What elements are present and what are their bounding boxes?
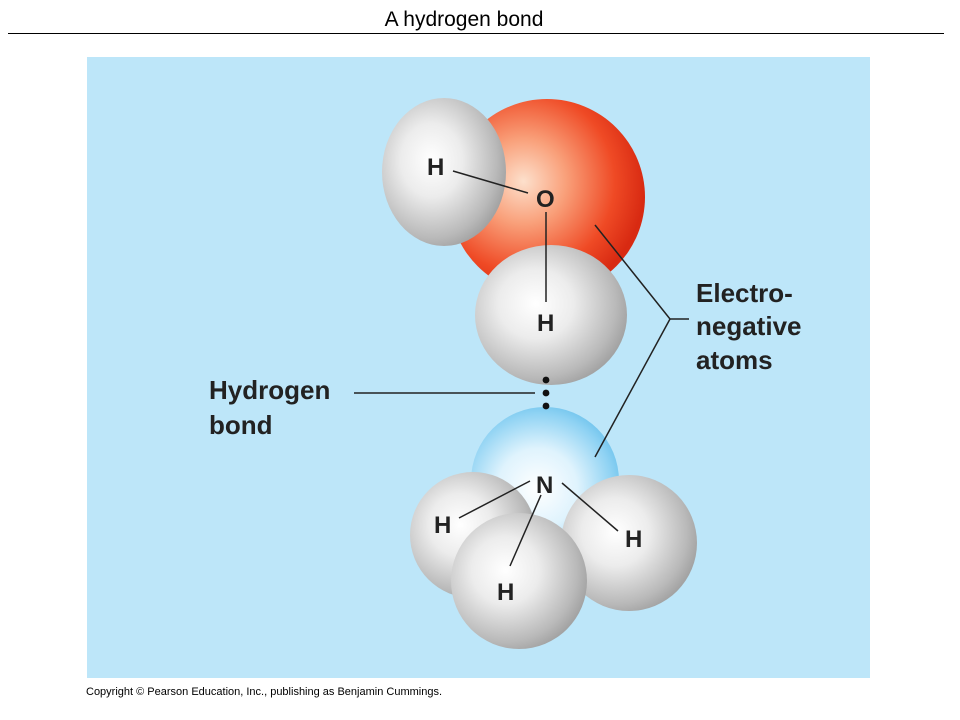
label-water-h-bottom: H [537,310,554,337]
callout-hydrogen-bond-line1: Hydrogen [209,375,330,405]
water-hydrogen-top-atom [382,98,506,246]
hydrogen-bond-dot [542,389,550,397]
hydrogen-bond-figure: H O H N H H H Hydrogen bond Electro- neg… [87,57,870,678]
title-divider [8,33,944,34]
callout-electronegative-line3: atoms [696,345,773,375]
slide-title: A hydrogen bond [384,8,544,31]
bond-line-nh-bottom [509,494,542,567]
electronegative-leader-lower [594,318,671,458]
label-ammonia-h-bottom: H [497,579,514,606]
copyright-notice: Copyright © Pearson Education, Inc., pub… [86,686,443,698]
label-ammonia-h-left: H [434,512,451,539]
bond-line-nh-right [561,482,619,532]
callout-electronegative-line1: Electro- [696,278,793,308]
label-ammonia-h-right: H [625,526,642,553]
bond-line-nh-left [458,480,531,519]
hydrogen-bond-dot [542,402,550,410]
ammonia-hydrogen-right-atom [561,475,697,611]
label-nitrogen: N [536,472,553,499]
callout-leaders [354,224,689,458]
hydrogen-bond-dot [542,376,550,384]
label-water-h-top: H [427,154,444,181]
ammonia-hydrogen-bottom-atom [451,513,587,649]
callout-electronegative-line2: negative [696,311,802,341]
hydrogen-bond-dots [542,376,550,410]
water-molecule [382,98,645,385]
bond-line-oh-top [452,170,529,194]
hydrogen-bond-diagram: H O H N H H H Hydrogen bond Electro- neg… [87,57,870,678]
water-hydrogen-bottom-atom [475,245,627,385]
label-oxygen: O [536,186,555,213]
callout-hydrogen-bond-line2: bond [209,410,273,440]
bond-lines [452,170,619,567]
ammonia-molecule [410,407,697,649]
